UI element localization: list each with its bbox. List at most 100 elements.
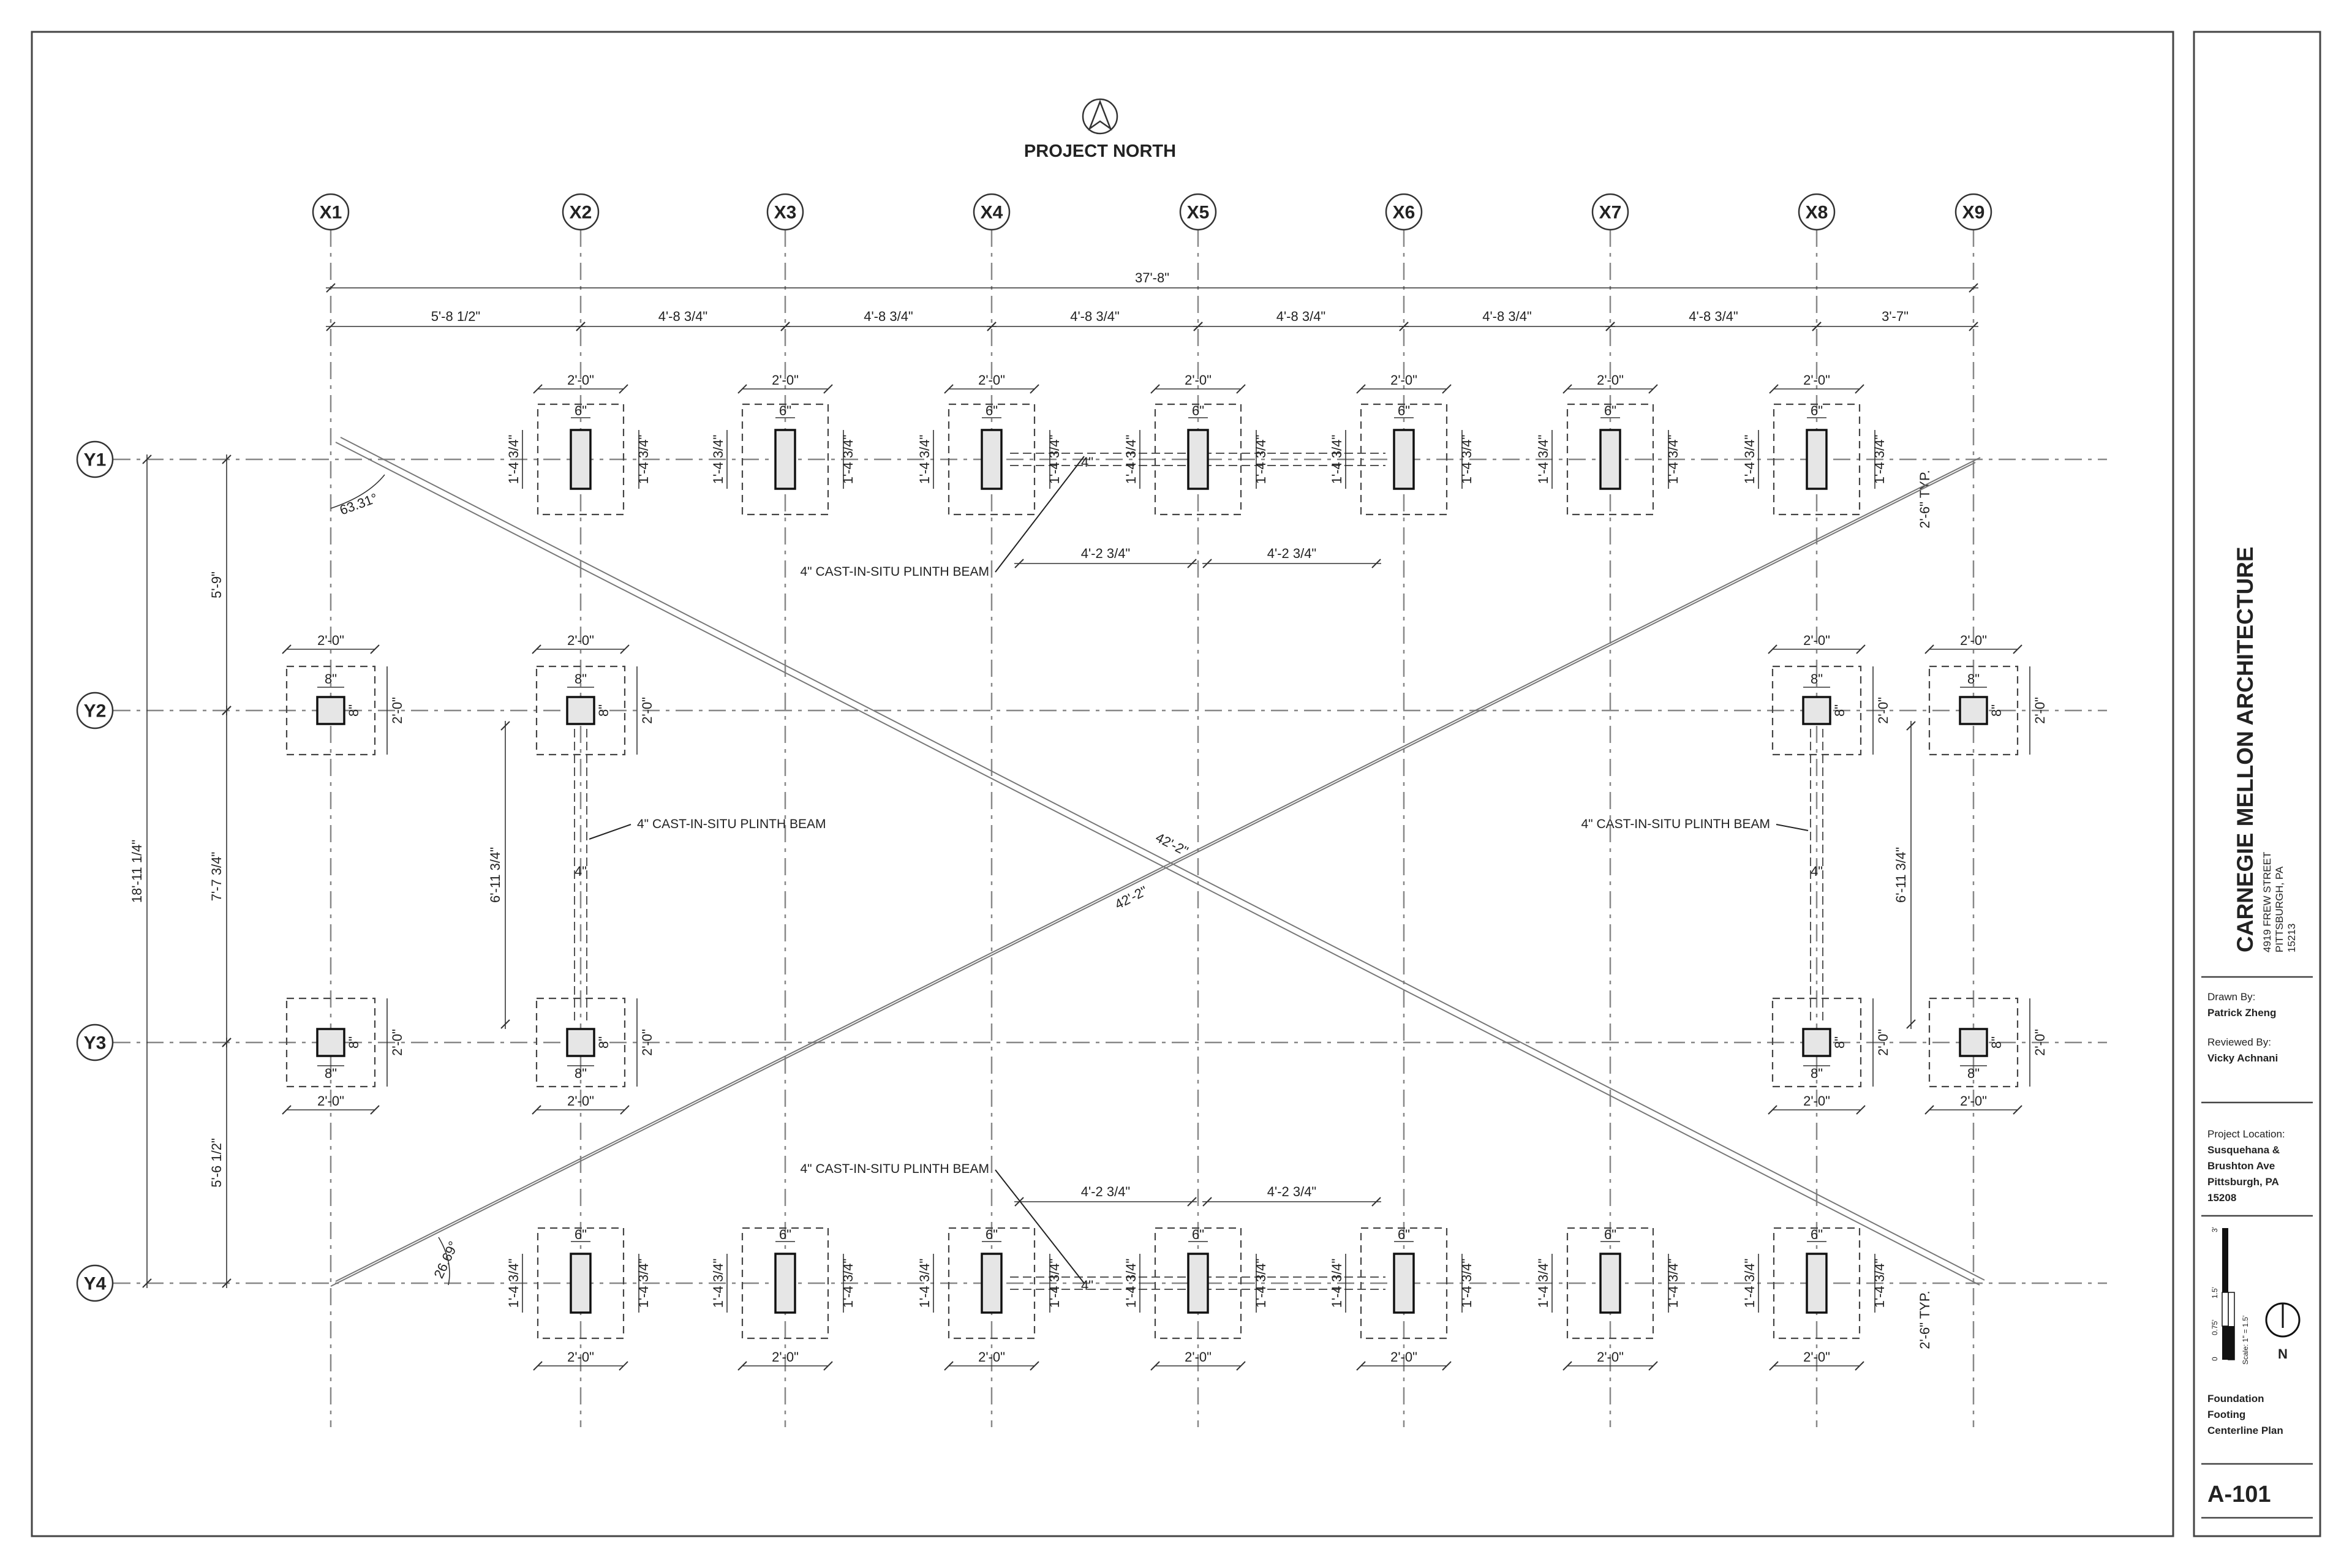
note-leader [995, 456, 1085, 573]
dim-column-depth: 1'-4 3/4" [1459, 1259, 1474, 1308]
dim-tick [1356, 384, 1366, 394]
column-rectangular [1806, 1253, 1828, 1314]
dim-tick [1399, 322, 1409, 331]
diagonal-length-label: 42'-2" [1153, 829, 1191, 859]
dim-x-spacing: 5'-8 1/2" [431, 309, 481, 324]
footing-outline [1566, 403, 1654, 516]
dim-footing-width: 2'-0" [1875, 1029, 1891, 1056]
dim-footing-width: 2'-0" [1803, 1093, 1830, 1109]
dim-tick [1969, 283, 1978, 293]
dim-tick [1442, 384, 1452, 394]
footing-rectangular: 2'-0"6"1'-4 3/4"1'-4 3/4" [710, 1227, 856, 1371]
dim-footing-width: 2'-0" [1960, 633, 1987, 648]
sheet-number: A-101 [2207, 1482, 2271, 1507]
dim-column-depth: 1'-4 3/4" [1536, 1259, 1551, 1308]
dim-column-width: 6" [1604, 1227, 1616, 1242]
dim-x-spacing: 4'-8 3/4" [1482, 309, 1532, 324]
footing-rectangular: 2'-0"6"1'-4 3/4"1'-4 3/4" [917, 1227, 1062, 1371]
column-square [1802, 696, 1831, 725]
dim-footing-width: 2'-0" [1960, 1093, 1987, 1109]
dim-tick [1371, 559, 1381, 568]
dim-x-spacing: 3'-7" [1882, 309, 1909, 324]
location-line-3: Pittsburgh, PA [2207, 1176, 2279, 1188]
column-rectangular [1187, 429, 1209, 490]
dim-column-width: 6" [779, 1227, 791, 1242]
dim-column-width: 6" [1604, 403, 1616, 418]
column-square [316, 1028, 345, 1057]
grid-label-x6: X6 [1393, 203, 1415, 223]
footing-rectangular: 2'-0"6"1'-4 3/4"1'-4 3/4" [506, 372, 651, 516]
dim-tick [823, 1361, 833, 1371]
footing-outline [537, 1227, 625, 1340]
diagonal-brace [335, 457, 1981, 1282]
dim-tick [326, 322, 336, 331]
north-symbol-label: N [2278, 1346, 2288, 1362]
dim-tick [142, 454, 152, 464]
grid-label-y2: Y2 [84, 701, 107, 722]
grid-bubble [973, 193, 1011, 231]
dim-tick [620, 1105, 630, 1115]
scale-text: Scale: 1" = 1.5' [2241, 1316, 2250, 1365]
dim-footing-width: 2'-0" [1597, 1349, 1624, 1365]
reviewed-by-label: Reviewed By: [2207, 1036, 2271, 1048]
footing-outline [537, 403, 625, 516]
dim-tick [2013, 644, 2022, 654]
dim-tick [1150, 1361, 1160, 1371]
dim-footing-width: 2'-0" [1390, 1349, 1417, 1365]
footing-rectangular: 2'-0"6"1'-4 3/4"1'-4 3/4" [710, 372, 856, 516]
dim-column-depth: 1'-4 3/4" [636, 435, 651, 484]
dim-beam-span: 4'-2 3/4" [1267, 546, 1317, 561]
dim-tick [1236, 1361, 1246, 1371]
dim-column-width: 6" [1398, 403, 1410, 418]
dim-tick [1855, 1361, 1864, 1371]
dim-footing-width: 2'-0" [1803, 1349, 1830, 1365]
dim-column-size: 8" [575, 1066, 587, 1081]
dimension-layer: 37'-8"5'-8 1/2"4'-8 3/4"4'-8 3/4"4'-8 3/… [129, 270, 1978, 1349]
dim-tick [576, 322, 586, 331]
column-rectangular [774, 1253, 796, 1314]
dim-column-size: 8" [1989, 704, 2004, 717]
footing-square: 2'-0"8"8"2'-0" [532, 997, 655, 1115]
grid-bubble [76, 1264, 114, 1302]
dim-tick [532, 644, 541, 654]
footing-rectangular: 2'-0"6"1'-4 3/4"1'-4 3/4" [1742, 1227, 1887, 1371]
sheet-title-line-2: Footing [2207, 1409, 2245, 1420]
dim-column-size: 8" [1967, 1066, 1980, 1081]
plinth-beam-note: 4" CAST-IN-SITU PLINTH BEAM [801, 1162, 990, 1176]
dim-tick [1562, 384, 1572, 394]
dim-column-depth: 1'-4 3/4" [710, 435, 726, 484]
dim-tick [1605, 322, 1615, 331]
scale-tick-3: 3' [2211, 1227, 2219, 1232]
dim-footing-width: 2'-0" [1390, 372, 1417, 388]
location-line-1: Susquehana & [2207, 1144, 2280, 1156]
diagonal-length-label: 42'-2" [1112, 883, 1150, 912]
grid-label-x4: X4 [981, 203, 1003, 223]
dim-column-width: 6" [1192, 1227, 1204, 1242]
location-line-2: Brushton Ave [2207, 1160, 2275, 1172]
dim-x-spacing: 4'-8 3/4" [658, 309, 708, 324]
north-arrow-icon [1082, 98, 1118, 135]
column-square [1959, 1028, 1988, 1057]
dim-y-spacing: 5'-6 1/2" [209, 1138, 224, 1188]
grid-label-x9: X9 [1962, 203, 1985, 223]
footing-rectangular: 2'-0"6"1'-4 3/4"1'-4 3/4" [1536, 1227, 1681, 1371]
dim-y-spacing: 7'-7 3/4" [209, 852, 224, 902]
dim-beam-width: 4" [1081, 454, 1093, 470]
dim-beam-span-vertical: 6'-11 3/4" [488, 847, 503, 903]
title-block: CARNEGIE MELLON ARCHITECTURE 4919 FREW S… [2201, 546, 2313, 1519]
footing-outline [948, 1227, 1036, 1340]
column-square [1802, 1028, 1831, 1057]
diagonal-brace [335, 442, 1980, 1286]
dim-tick [533, 1361, 543, 1371]
grid-label-y1: Y1 [84, 450, 107, 470]
footing-outline [285, 997, 376, 1088]
footing-outline [1154, 1227, 1242, 1340]
dim-footing-width: 2'-0" [567, 633, 594, 648]
dim-x-spacing: 4'-8 3/4" [864, 309, 913, 324]
dim-column-size: 8" [596, 1036, 611, 1049]
dim-footing-width: 2'-0" [390, 697, 405, 724]
dim-footing-width: 2'-0" [978, 372, 1005, 388]
dim-typ-offset: 2'-6" TYP. [1917, 470, 1932, 529]
